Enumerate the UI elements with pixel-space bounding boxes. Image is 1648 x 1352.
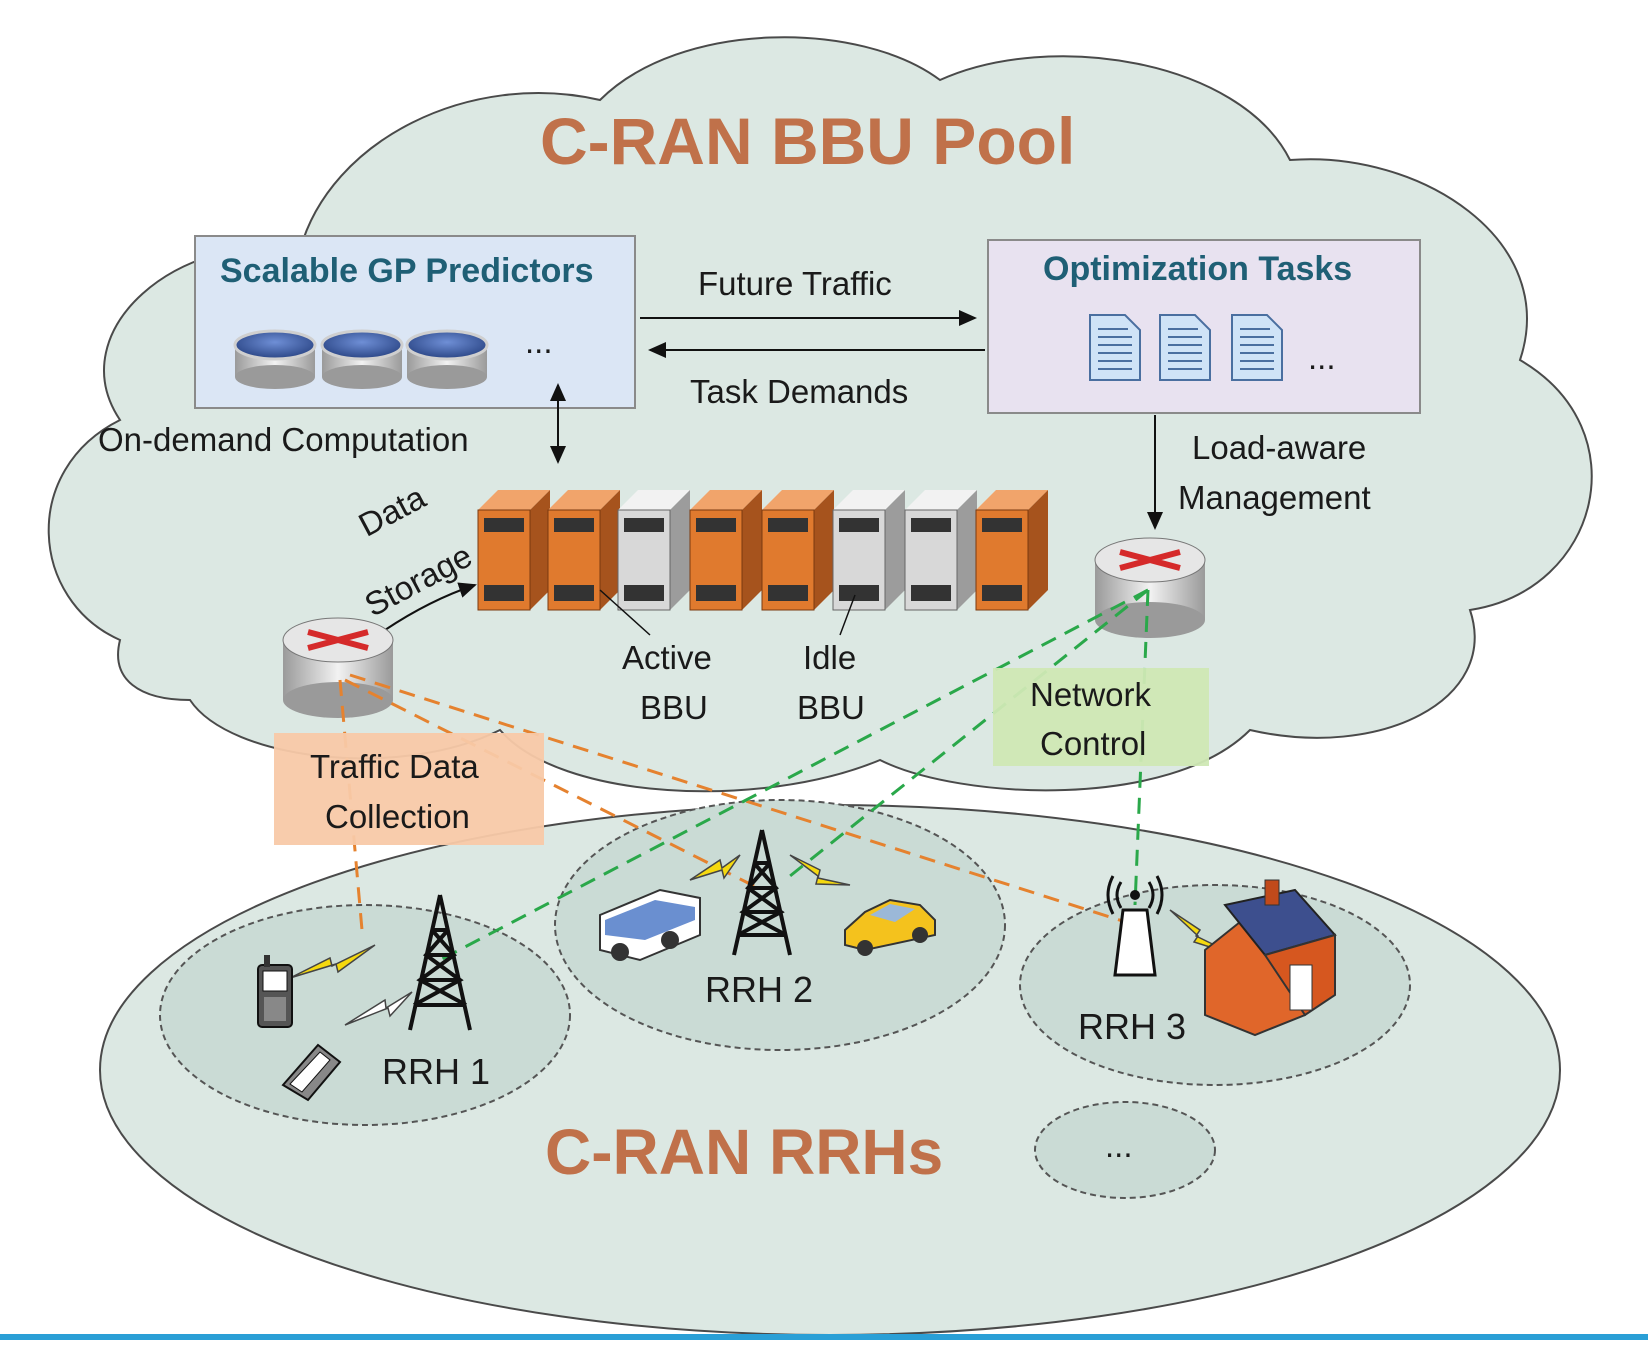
idle-bbu-label-line1: Idle [803, 639, 857, 676]
active-bbu-server-icon [761, 490, 834, 611]
document-icon [1231, 314, 1283, 381]
rrh3-antenna-icon [1106, 875, 1164, 977]
idle-bbu-server-icon [904, 490, 977, 611]
idle-bbu-pointer [839, 594, 856, 636]
document-icon [1159, 314, 1211, 381]
idle-bbu-server-icon [832, 490, 905, 611]
predictor-disk-icon [233, 329, 317, 389]
gp-predictor-disks [233, 329, 489, 389]
load-aware-label-line1: Load-aware [1192, 429, 1367, 466]
wireless-link-icons [289, 854, 1236, 1026]
pool-title: C-RAN BBU Pool [540, 104, 1076, 178]
traffic-data-links [338, 673, 1136, 931]
task-demands-label: Task Demands [690, 373, 909, 410]
rrh1-label: RRH 1 [382, 1051, 491, 1092]
on-demand-label: On-demand Computation [98, 421, 469, 458]
idle-bbu-server-icon [617, 490, 690, 611]
bottom-accent-line [0, 1334, 1648, 1340]
more-cells-ellipse [1034, 1101, 1216, 1199]
network-control-box [993, 668, 1209, 766]
house-icon [1204, 879, 1337, 1037]
traffic-data-label-line2: Collection [325, 798, 470, 835]
rrh3-label: RRH 3 [1078, 1006, 1187, 1047]
traffic-data-box [274, 733, 544, 845]
predictors-ellipsis: ... [525, 323, 553, 360]
active-bbu-server-icon [689, 490, 762, 611]
active-bbu-server-icon [547, 490, 620, 611]
traffic-data-label-line1: Traffic Data [310, 748, 479, 785]
predictor-disk-icon [405, 329, 489, 389]
rrh2-cell [554, 799, 1006, 1051]
active-bbu-label-line2: BBU [640, 689, 708, 726]
active-bbu-server-icon [477, 490, 550, 611]
future-traffic-label: Future Traffic [698, 265, 892, 302]
task-document-icons [1089, 314, 1283, 381]
right-router-icon [1094, 537, 1206, 638]
network-control-label-line1: Network [1030, 676, 1152, 713]
idle-bbu-label-line2: BBU [797, 689, 865, 726]
bbu-servers [477, 490, 1048, 611]
active-bbu-pointer [599, 589, 651, 636]
optimization-ellipsis: ... [1308, 339, 1336, 376]
network-control-label-line2: Control [1040, 725, 1147, 762]
mobile-phone-icon [257, 955, 293, 1028]
bus-icon [599, 888, 701, 962]
active-bbu-label-line1: Active [622, 639, 712, 676]
predictor-disk-icon [320, 329, 404, 389]
rrh1-tower-icon [408, 894, 472, 1031]
more-cells-label: ... [1105, 1127, 1133, 1164]
flip-phone-icon [281, 1043, 342, 1102]
rrhs-title: C-RAN RRHs [545, 1116, 944, 1188]
optimization-title: Optimization Tasks [1043, 250, 1353, 288]
load-aware-label-line2: Management [1178, 479, 1371, 516]
data-storage-arrow [384, 582, 477, 631]
left-router-icon [282, 617, 394, 718]
rrh2-tower-icon [732, 829, 792, 956]
taxi-icon [844, 898, 936, 956]
rrh2-label: RRH 2 [705, 969, 814, 1010]
predictors-title: Scalable GP Predictors [220, 252, 594, 290]
document-icon [1089, 314, 1141, 381]
active-bbu-server-icon [975, 490, 1048, 611]
